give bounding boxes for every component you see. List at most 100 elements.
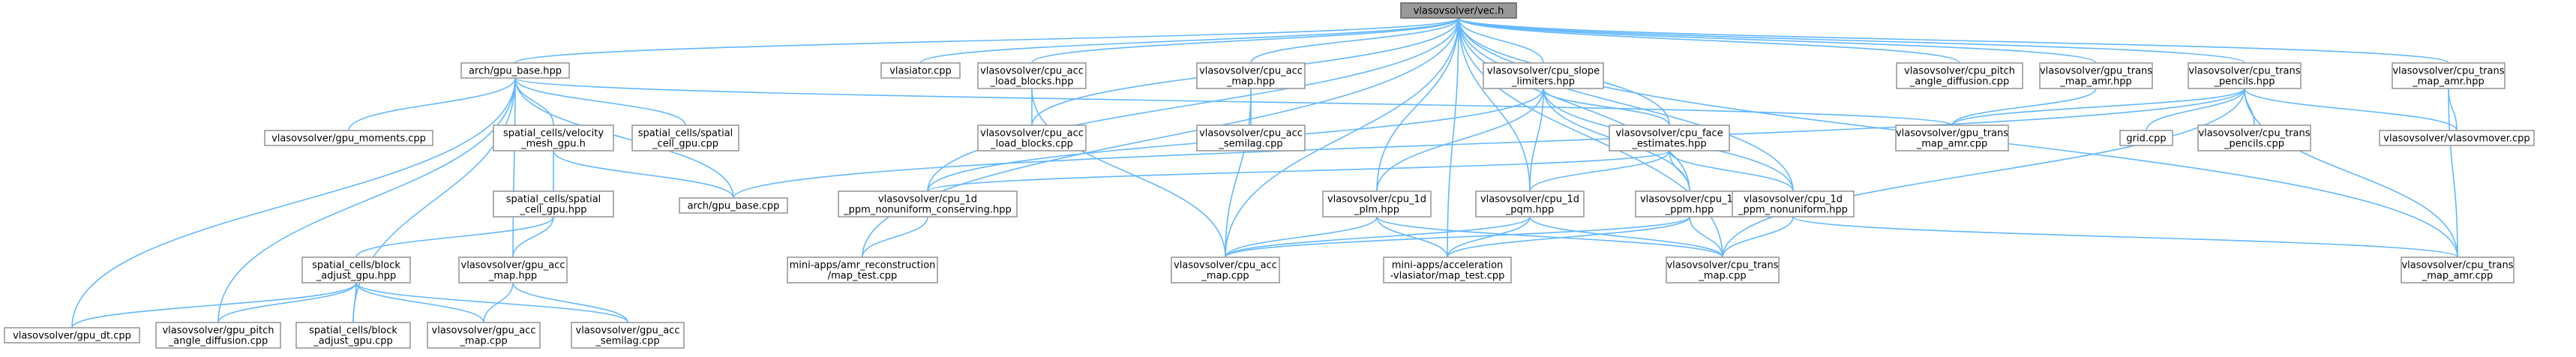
graph-node-gpu-trans-map-amr-cpp[interactable]: vlasovsolver/gpu_trans_map_amr.cpp xyxy=(1895,124,2009,152)
node-box xyxy=(2119,130,2173,146)
node-label: vlasovsolver/cpu_pitch xyxy=(1904,66,2015,77)
graph-node-gpu-dt-cpp[interactable]: vlasovsolver/gpu_dt.cpp xyxy=(4,327,140,344)
graph-node-cpu-acc-map-cpp[interactable]: vlasovsolver/cpu_acc_map.cpp xyxy=(1171,256,1280,284)
graph-node-cpu-acc-map-hpp[interactable]: vlasovsolver/cpu_acc_map.hpp xyxy=(1196,62,1306,89)
graph-node-gpu-moments-cpp[interactable]: vlasovsolver/gpu_moments.cpp xyxy=(264,130,433,146)
node-label: vlasovsolver/cpu_trans xyxy=(2188,66,2300,77)
dependency-edge xyxy=(352,276,484,323)
graph-node-gpu-acc-semilag-cpp[interactable]: vlasovsolver/gpu_acc_semilag.cpp xyxy=(571,322,685,349)
graph-node-spatial-cells-block-adjust-gpu-hpp[interactable]: spatial_cells/block_adjust_gpu.hpp xyxy=(301,256,411,284)
dependency-edge xyxy=(1373,210,1723,258)
node-label: _map.cpp xyxy=(459,336,507,347)
graph-node-cpu-acc-load-blocks-hpp[interactable]: vlasovsolver/cpu_acc_load_blocks.hpp xyxy=(977,62,1087,89)
graph-node-spatial-cells-spatial-cell-gpu-hpp[interactable]: spatial_cells/spatial_cell_gpu.hpp xyxy=(493,190,614,218)
node-label: vlasovsolver/vlasovmover.cpp xyxy=(2383,134,2530,145)
node-label: _pencils.cpp xyxy=(2224,139,2284,150)
dependency-edge xyxy=(514,11,1462,64)
graph-node-spatial-cells-spatial-cell-gpu-cpp[interactable]: spatial_cells/spatial_cell_gpu.cpp xyxy=(631,124,739,152)
graph-node-cpu-acc-semilag-cpp[interactable]: vlasovsolver/cpu_acc_semilag.cpp xyxy=(1196,124,1306,152)
graph-node-cpu-trans-pencils-hpp[interactable]: vlasovsolver/cpu_trans_pencils.hpp xyxy=(2188,62,2302,89)
graph-node-acceleration-vlasiator-map-test-cpp[interactable]: mini-apps/acceleration-vlasiator/map_tes… xyxy=(1383,256,1512,284)
node-label: vlasovsolver/gpu_pitch xyxy=(162,326,274,337)
dependency-edge xyxy=(1225,210,1534,258)
dependency-edge xyxy=(1455,11,1690,192)
graph-node-cpu-pitch-angle-diffusion-cpp[interactable]: vlasovsolver/cpu_pitch_angle_diffusion.c… xyxy=(1896,62,2023,89)
node-label: _adjust_gpu.hpp xyxy=(316,271,397,282)
dependency-edge xyxy=(2146,82,2248,131)
dependency-edge xyxy=(1447,11,1462,258)
graph-node-cpu-trans-pencils-cpp[interactable]: vlasovsolver/cpu_trans_pencils.cpp xyxy=(2197,124,2311,152)
dependency-edge xyxy=(352,276,628,323)
graph-node-spatial-cells-block-adjust-gpu-cpp[interactable]: spatial_cells/block_adjust_gpu.cpp xyxy=(295,322,411,349)
node-label: vlasovsolver/gpu_trans xyxy=(1896,128,2008,140)
node-box xyxy=(1896,62,2023,89)
dependency-edge xyxy=(550,144,734,199)
node-label: vlasiator.cpp xyxy=(889,66,952,77)
dependency-edge xyxy=(1526,210,1723,258)
dependency-edge xyxy=(1447,210,1534,258)
node-box xyxy=(2039,62,2153,89)
graph-node-gpu-acc-map-hpp[interactable]: vlasovsolver/gpu_acc_map.hpp xyxy=(458,256,568,284)
graph-node-cpu-slope-limiters-hpp[interactable]: vlasovsolver/cpu_slope_limiters.hpp xyxy=(1483,62,1604,89)
node-box xyxy=(1732,190,1855,218)
graph-node-gpu-pitch-angle-diffusion-cpp[interactable]: vlasovsolver/gpu_pitch_angle_diffusion.c… xyxy=(155,322,281,349)
node-label: spatial_cells/spatial xyxy=(506,194,601,206)
dependency-edge xyxy=(733,82,2248,199)
dependency-edge xyxy=(509,276,628,323)
dependency-edge xyxy=(217,71,519,323)
graph-node-gpu-acc-map-cpp[interactable]: vlasovsolver/gpu_acc_map.cpp xyxy=(427,322,541,349)
node-box xyxy=(838,190,1018,218)
node-label: vlasovsolver/cpu_acc xyxy=(1174,260,1277,272)
graph-node-cpu-trans-map-amr-hpp[interactable]: vlasovsolver/cpu_trans_map_amr.hpp xyxy=(2392,62,2506,89)
graph-node-vlasiator-cpp[interactable]: vlasiator.cpp xyxy=(880,62,961,79)
graph-node-gpu-trans-map-amr-hpp[interactable]: vlasovsolver/gpu_trans_map_amr.hpp xyxy=(2039,62,2153,89)
graph-node-cpu-1d-ppm-hpp[interactable]: vlasovsolver/cpu_1d_ppm.hpp xyxy=(1635,190,1744,218)
graph-node-cpu-trans-map-amr-cpp[interactable]: vlasovsolver/cpu_trans_map_amr.cpp xyxy=(2401,256,2515,284)
graph-node-grid-cpp[interactable]: grid.cpp xyxy=(2119,130,2173,146)
node-label: _map.cpp xyxy=(1201,271,1249,282)
dependency-edge xyxy=(1722,210,1797,258)
node-box xyxy=(977,124,1087,152)
dependency-edge xyxy=(1455,11,2449,64)
dependency-edge xyxy=(1455,11,1531,192)
dependency-edge xyxy=(71,71,519,328)
node-label: _angle_diffusion.cpp xyxy=(168,336,268,347)
graph-node-spatial-cells-velocity-mesh-gpu-h[interactable]: spatial_cells/velocity_mesh_gpu.h xyxy=(493,124,614,152)
graph-node-vlasovmover-cpp[interactable]: vlasovsolver/vlasovmover.cpp xyxy=(2379,130,2535,146)
dependency-edge xyxy=(1031,11,1462,64)
node-label: _cell_gpu.cpp xyxy=(652,139,718,150)
node-label: vlasovsolver/cpu_acc xyxy=(1199,128,1303,140)
node-label: _map.cpp xyxy=(1698,271,1746,282)
node-box xyxy=(1383,256,1512,284)
node-box xyxy=(880,62,961,79)
node-label: vlasovsolver/gpu_acc xyxy=(432,326,536,337)
graph-node-cpu-1d-ppm-nonuniform-hpp[interactable]: vlasovsolver/cpu_1d_ppm_nonuniform.hpp xyxy=(1732,190,1855,218)
node-label: _map.hpp xyxy=(1226,76,1275,88)
node-label: _limiters.hpp xyxy=(1511,76,1575,88)
graph-node-cpu-trans-map-cpp[interactable]: vlasovsolver/cpu_trans_map.cpp xyxy=(1666,256,1780,284)
dependency-edge xyxy=(1722,82,2248,258)
graph-node-cpu-face-estimates-hpp[interactable]: vlasovsolver/cpu_face_estimates.hpp xyxy=(1609,124,1730,152)
node-label: vlasovsolver/cpu_face xyxy=(1615,128,1723,140)
node-label: vlasovsolver/cpu_trans xyxy=(2401,260,2513,272)
node-box xyxy=(301,256,411,284)
graph-node-vec-h[interactable]: vlasovsolver/vec.h xyxy=(1400,2,1517,19)
graph-node-cpu-1d-plm-hpp[interactable]: vlasovsolver/cpu_1d_plm.hpp xyxy=(1322,190,1432,218)
node-label: vlasovsolver/cpu_1d xyxy=(1480,194,1579,206)
node-box xyxy=(2392,62,2506,89)
node-box xyxy=(155,322,281,349)
node-label: spatial_cells/block xyxy=(312,260,400,272)
graph-node-cpu-1d-pqm-hpp[interactable]: vlasovsolver/cpu_1d_pqm.hpp xyxy=(1475,190,1585,218)
graph-node-amr-reconstruction-map-test-cpp[interactable]: mini-apps/amr_reconstruction/map_test.cp… xyxy=(787,256,938,284)
graph-node-cpu-1d-ppm-nonuniform-conserving-hpp[interactable]: vlasovsolver/cpu_1d_ppm_nonuniform_conse… xyxy=(838,190,1018,218)
dependency-edge xyxy=(862,210,931,258)
dependency-edge xyxy=(1686,210,1723,258)
graph-node-cpu-acc-load-blocks-cpp[interactable]: vlasovsolver/cpu_acc_load_blocks.cpp xyxy=(977,124,1087,152)
node-box xyxy=(1895,124,2009,152)
graph-node-arch-gpu-base-cpp[interactable]: arch/gpu_base.cpp xyxy=(679,197,788,214)
graph-node-arch-gpu-base-hpp[interactable]: arch/gpu_base.hpp xyxy=(460,62,570,79)
node-label: vlasovsolver/cpu_1d xyxy=(1640,194,1739,206)
node-label: _map_amr.cpp xyxy=(1916,139,1987,150)
node-label: vlasovsolver/gpu_acc xyxy=(461,260,565,272)
